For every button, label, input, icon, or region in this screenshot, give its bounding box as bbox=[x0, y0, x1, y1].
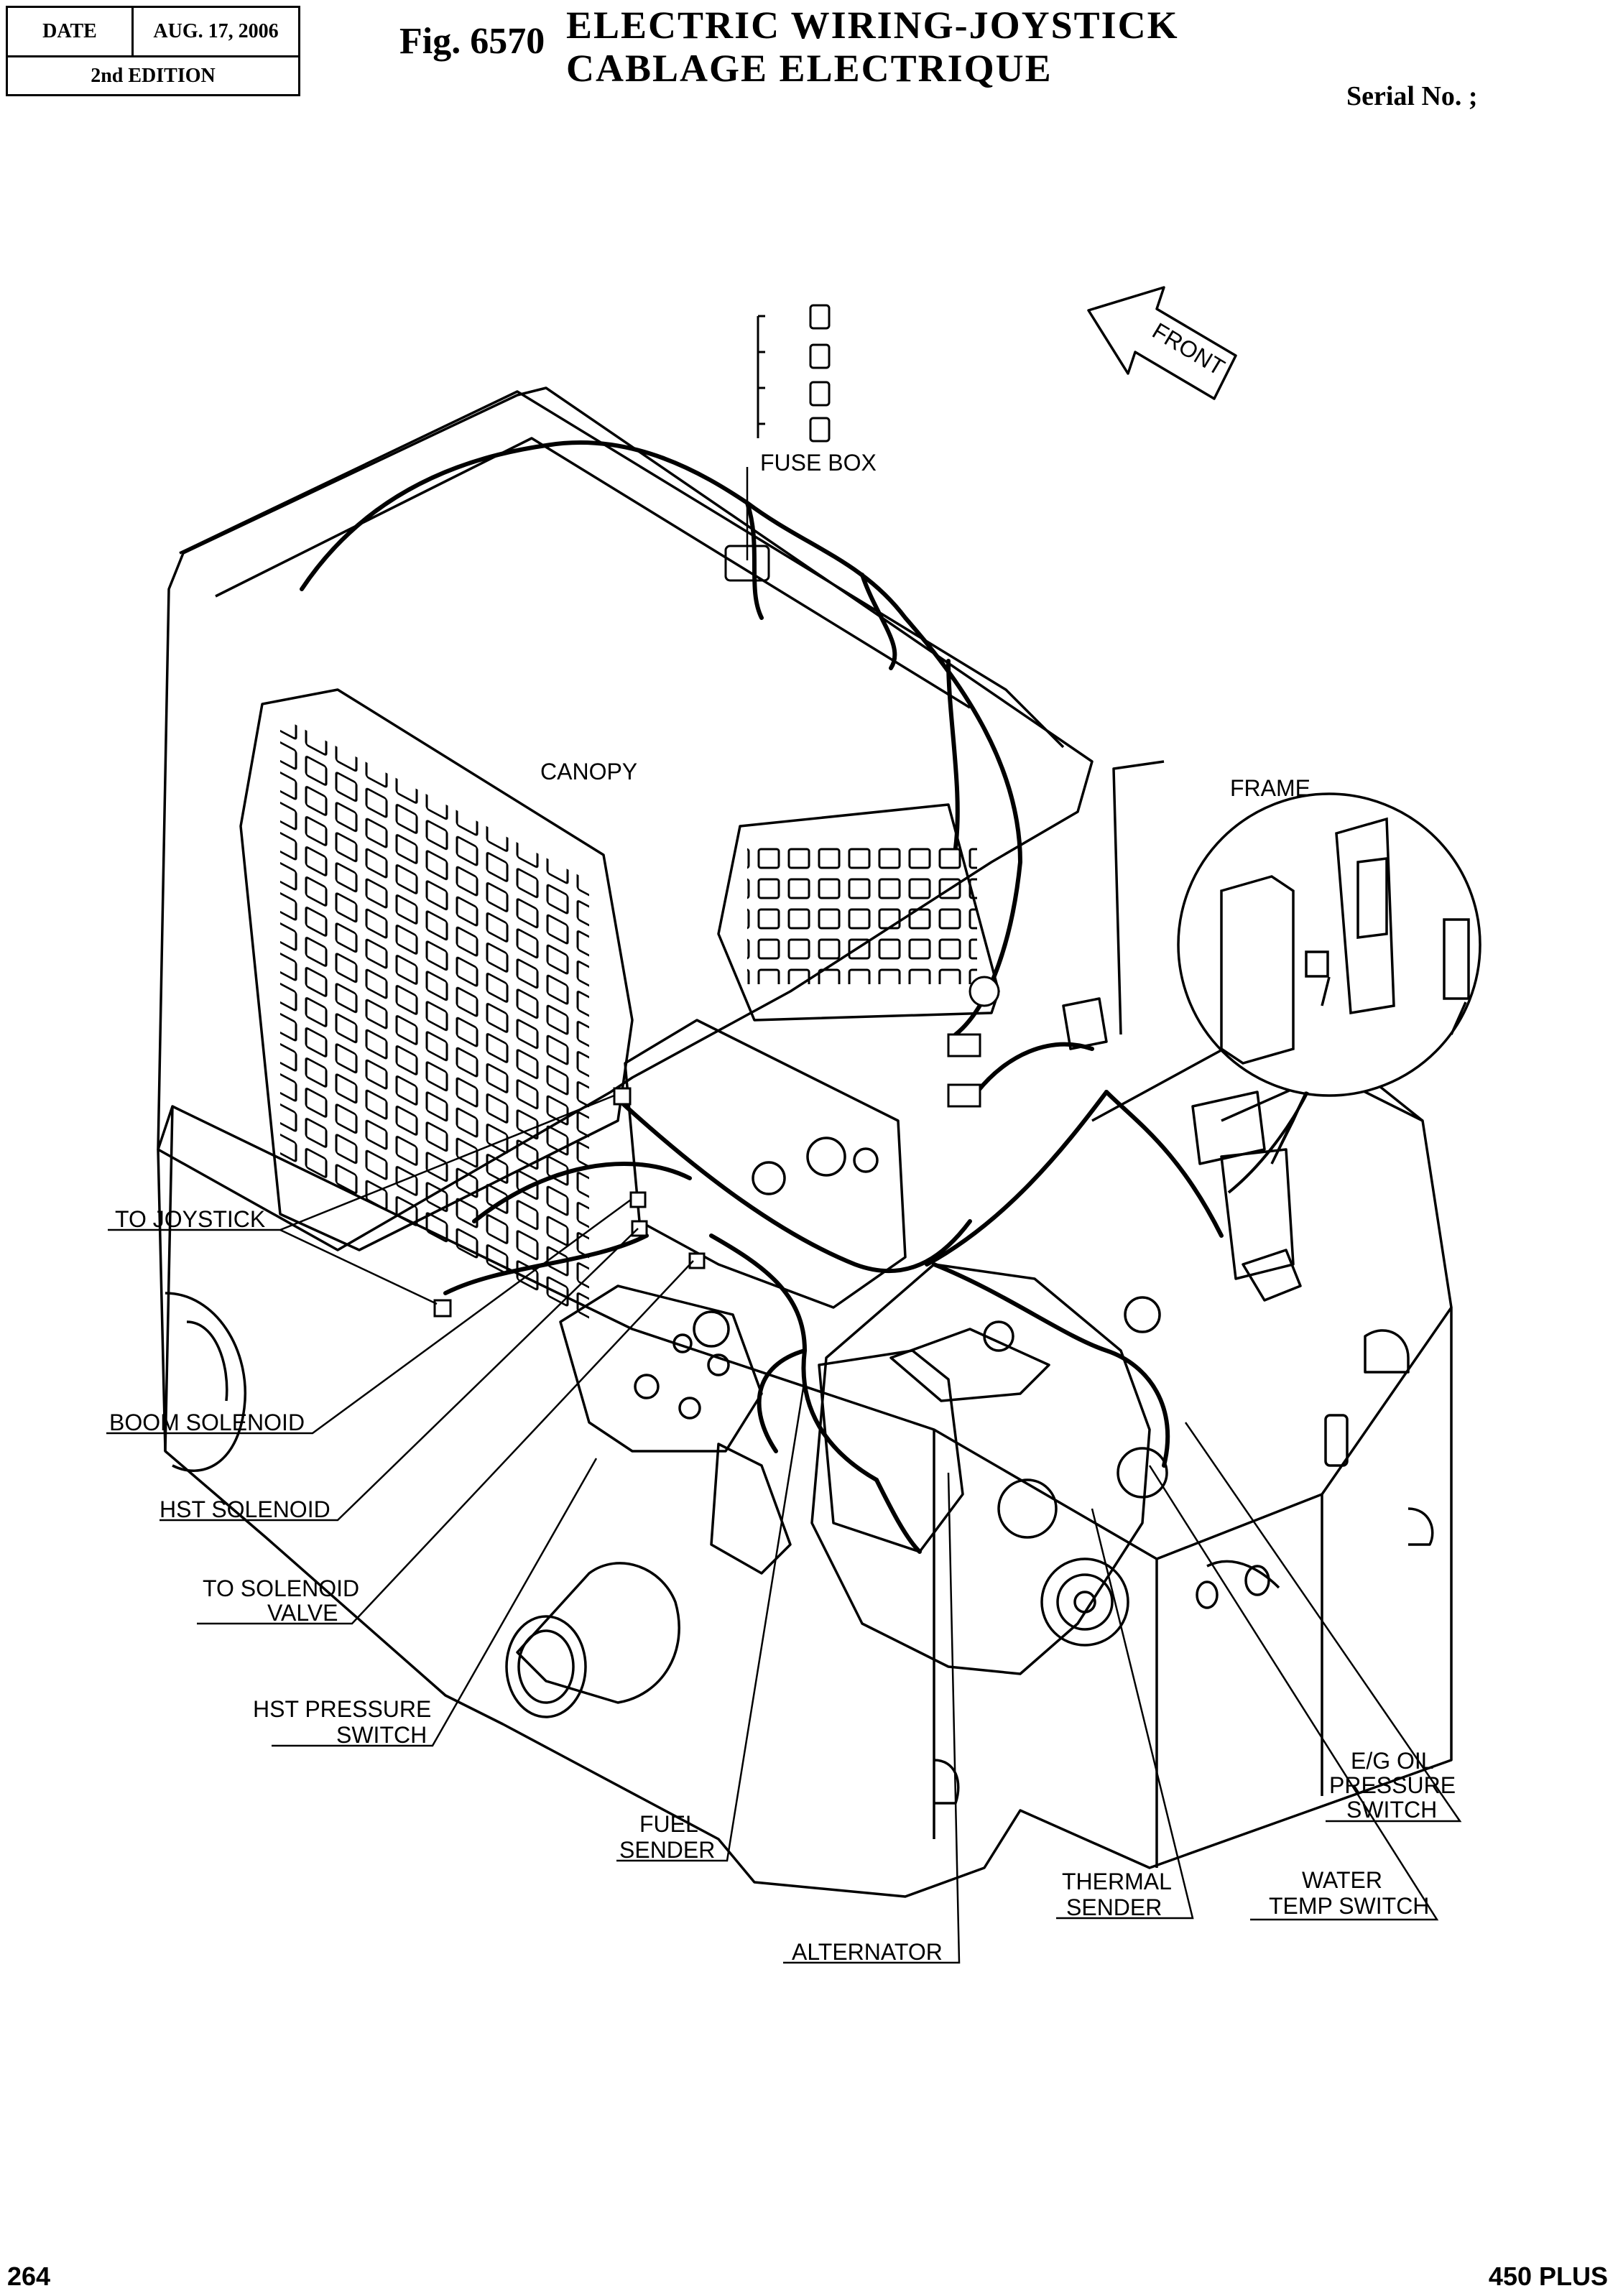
date-value: AUG. 17, 2006 bbox=[153, 20, 279, 42]
harness-connector-icon bbox=[947, 1083, 981, 1108]
machine-body bbox=[157, 386, 1453, 1898]
solenoid-valve-connector-icon bbox=[688, 1252, 706, 1269]
to-solenoid-valve-label-line1: TO SOLENOID bbox=[203, 1575, 359, 1601]
alternator-label: ALTERNATOR bbox=[792, 1939, 943, 1965]
date-edition-box: DATE AUG. 17, 2006 2nd EDITION bbox=[6, 6, 300, 96]
serial-number: Serial No. ; bbox=[1346, 81, 1478, 111]
grommet-icon bbox=[969, 976, 1000, 1007]
relay-icon bbox=[1305, 950, 1329, 978]
edition-label: 2nd EDITION bbox=[91, 64, 216, 87]
thermal-sender-label-line2: SENDER bbox=[1066, 1894, 1162, 1920]
connectors bbox=[433, 976, 1000, 1318]
eg-oil-pressure-switch-label-line3: SWITCH bbox=[1346, 1797, 1437, 1823]
fuse-icon bbox=[809, 381, 831, 407]
harness-connector-icon bbox=[947, 1033, 981, 1057]
callout-labels: FUSE BOX CANOPY FRAME TO JOYSTICK BOOM S… bbox=[109, 450, 1456, 1965]
canopy-label: CANOPY bbox=[540, 759, 637, 784]
model-name: 450 PLUS bbox=[1488, 2262, 1608, 2291]
date-row: DATE AUG. 17, 2006 bbox=[8, 8, 298, 57]
eg-oil-pressure-switch-label-line2: PRESSURE bbox=[1329, 1772, 1456, 1798]
fuse-box-label: FUSE BOX bbox=[760, 450, 877, 476]
frame-detail-inset bbox=[1177, 792, 1481, 1194]
to-joystick-label: TO JOYSTICK bbox=[115, 1206, 265, 1232]
boom-solenoid-label: BOOM SOLENOID bbox=[109, 1409, 305, 1435]
fuel-sender-label-line2: SENDER bbox=[619, 1837, 715, 1863]
to-solenoid-valve-label-line2: VALVE bbox=[267, 1600, 338, 1626]
page-number: 264 bbox=[7, 2262, 51, 2291]
eg-oil-pressure-switch-label-line1: E/G OIL bbox=[1351, 1748, 1434, 1774]
page-title: ELECTRIC WIRING-JOYSTICK bbox=[566, 4, 1179, 47]
fuel-sender-label-line1: FUEL bbox=[639, 1811, 698, 1837]
frame-label: FRAME bbox=[1230, 775, 1310, 801]
hst-pressure-switch-label-line1: HST PRESSURE bbox=[253, 1696, 431, 1722]
hst-pressure-switch-label-line2: SWITCH bbox=[336, 1722, 427, 1748]
wire-harness bbox=[300, 440, 1224, 1554]
joystick-connector-icon bbox=[433, 1299, 452, 1318]
fuse-group bbox=[724, 304, 831, 582]
water-temp-switch-label-line1: WATER bbox=[1302, 1867, 1382, 1893]
fuse-icon bbox=[809, 417, 831, 443]
water-temp-switch-label-line2: TEMP SWITCH bbox=[1269, 1893, 1429, 1919]
thermal-sender-label-line1: THERMAL bbox=[1062, 1869, 1172, 1894]
joystick-connector-icon bbox=[613, 1087, 632, 1106]
hst-solenoid-label: HST SOLENOID bbox=[160, 1496, 330, 1522]
figure-number: Fig. 6570 bbox=[399, 21, 545, 62]
boom-solenoid-connector-icon bbox=[629, 1191, 647, 1208]
hst-solenoid-connector-icon bbox=[631, 1220, 648, 1237]
date-label: DATE bbox=[8, 8, 134, 55]
page-title-french: CABLAGE ELECTRIQUE bbox=[566, 47, 1053, 90]
leader-lines bbox=[106, 467, 1462, 1964]
fuse-icon bbox=[809, 304, 831, 330]
front-direction-arrow: FRONT bbox=[1087, 286, 1237, 400]
fuse-icon bbox=[809, 343, 831, 369]
connector-panel-icon bbox=[1443, 918, 1470, 1000]
